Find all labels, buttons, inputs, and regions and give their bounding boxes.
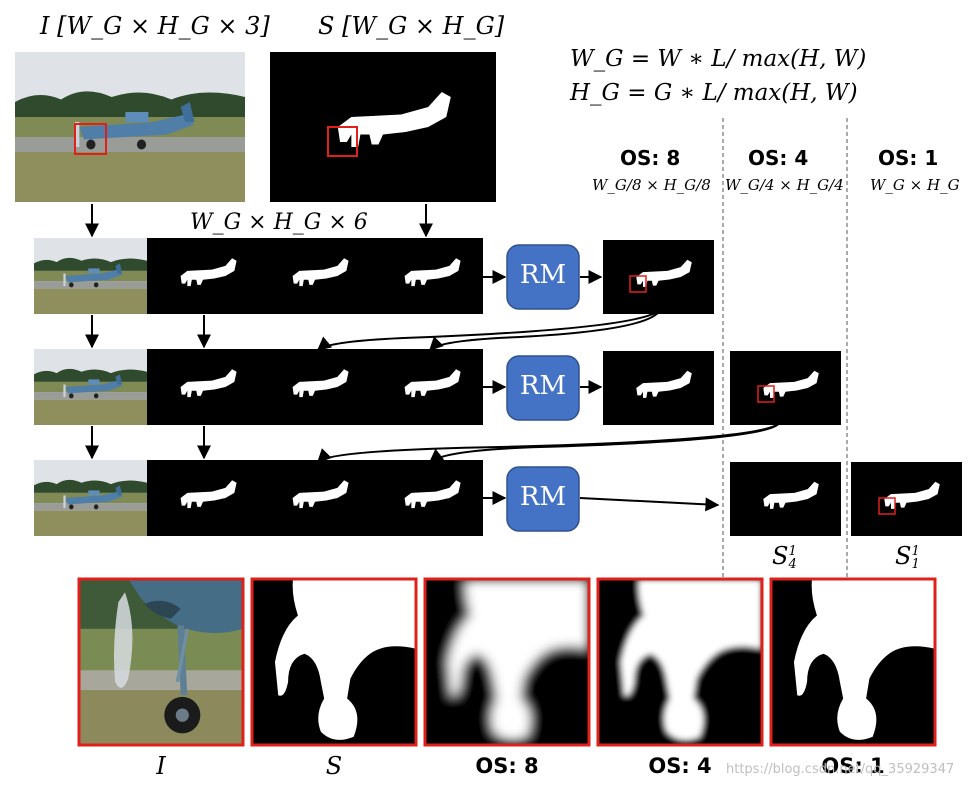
crop-box (74, 123, 107, 155)
scale-title-os8: OS: 8 (620, 146, 681, 170)
bottom-label-os4: OS: 4 (648, 754, 712, 778)
scale-size-os1: W_G × H_G (870, 176, 960, 194)
input-image-label: I [W_G × H_G × 3] (40, 12, 270, 40)
input-segmentation (270, 52, 496, 202)
strip-mask-tile (371, 460, 483, 536)
segmentation-label: S [W_G × H_G] (318, 12, 505, 40)
rm-label-1: RM (519, 260, 567, 290)
input-strip-3 (34, 460, 483, 536)
output-s4-symbol: S (772, 542, 789, 570)
refinement-modules (506, 244, 580, 532)
crop-box (327, 126, 358, 157)
strip-mask-tile (147, 349, 259, 425)
rm-module-1 (506, 244, 580, 310)
bottom-label-image: I (156, 752, 166, 780)
bottom-label-os1: OS: 1 (821, 754, 885, 778)
strip-photo-tile (34, 460, 147, 536)
output-s1-symbol: S (895, 542, 912, 570)
output-s4-sub: 4 (788, 556, 797, 572)
scale-size-os4: W_G/4 × H_G/4 (725, 176, 844, 194)
strip-mask-tile (259, 238, 371, 314)
output-masks (603, 240, 962, 536)
strip-mask-tile (259, 460, 371, 536)
equation-width: W_G = W ∗ L/ max(H, W) (570, 46, 867, 72)
watermark: https://blog.csdn.net/qq_35929347 (726, 762, 955, 777)
strip-mask-tile (371, 349, 483, 425)
flow-arrows (85, 204, 781, 512)
scale-title-os4: OS: 4 (748, 146, 809, 170)
bottom-label-os8: OS: 8 (475, 754, 539, 778)
bottom-crops (77, 577, 937, 747)
strip-photo-tile (34, 238, 147, 314)
concat-label: W_G × H_G × 6 (190, 210, 368, 235)
scale-title-os1: OS: 1 (878, 146, 939, 170)
bottom-label-seg: S (325, 752, 343, 780)
strip-mask-tile (147, 238, 259, 314)
input-image (15, 52, 245, 202)
rm-label-3: RM (519, 482, 567, 512)
strip-mask-tile (259, 349, 371, 425)
output-s1-sub: 1 (911, 556, 920, 572)
strip-mask-tile (147, 460, 259, 536)
input-strip-2 (34, 349, 483, 425)
rm-module-2 (506, 355, 580, 421)
output-s1-sup: 1 (911, 543, 920, 559)
strip-mask-tile (371, 238, 483, 314)
input-strip-1 (34, 238, 483, 314)
rm-module-3 (506, 466, 580, 532)
equation-height: H_G = G ∗ L/ max(H, W) (570, 80, 858, 106)
scale-size-os8: W_G/8 × H_G/8 (592, 176, 711, 194)
output-s4-sup: 1 (788, 543, 797, 559)
rm-label-2: RM (519, 371, 567, 401)
strip-photo-tile (34, 349, 147, 425)
